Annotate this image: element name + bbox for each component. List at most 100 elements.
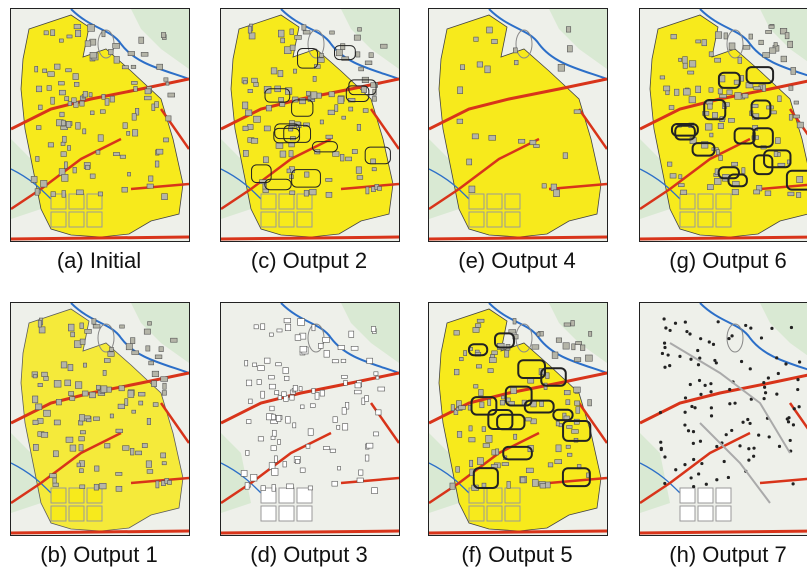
field-plot <box>278 505 295 522</box>
building <box>567 452 573 457</box>
building <box>456 431 463 438</box>
building-dot <box>746 417 750 422</box>
building-dot <box>709 382 713 386</box>
building <box>115 428 123 433</box>
building-group-outline <box>264 88 291 103</box>
building <box>154 160 160 168</box>
building <box>683 88 691 96</box>
field-plot <box>50 193 67 210</box>
building-dot <box>759 336 764 340</box>
field-plot <box>697 211 714 228</box>
building <box>304 171 310 178</box>
building <box>36 85 43 93</box>
building <box>61 190 66 198</box>
building-dot <box>739 359 744 364</box>
building <box>567 45 573 53</box>
building <box>130 337 136 344</box>
building <box>454 368 460 376</box>
building <box>36 125 42 130</box>
building <box>270 419 278 424</box>
building <box>361 86 367 93</box>
building <box>275 142 284 149</box>
building <box>342 423 349 431</box>
building-dot <box>692 457 696 462</box>
building-dot <box>749 326 753 330</box>
field-plot <box>50 487 67 504</box>
building <box>554 459 562 465</box>
building <box>167 480 172 485</box>
field-plot <box>278 211 295 228</box>
field-plot <box>504 193 521 210</box>
building <box>541 183 547 189</box>
building-dot <box>748 421 752 426</box>
building-dot <box>784 362 788 366</box>
building-dot <box>730 428 734 433</box>
field-plot <box>278 193 295 210</box>
building <box>674 88 680 96</box>
building <box>796 176 804 183</box>
building <box>682 62 688 69</box>
building-dot <box>757 433 761 437</box>
building-dot <box>744 323 748 328</box>
building <box>343 380 348 386</box>
building <box>297 318 305 326</box>
building-dot <box>791 482 795 486</box>
building <box>38 104 43 110</box>
building-dot <box>699 392 703 396</box>
building-dot <box>683 423 687 427</box>
building <box>371 167 377 172</box>
forest-area <box>640 433 670 513</box>
building <box>573 386 581 393</box>
building <box>274 390 280 395</box>
building <box>102 370 107 376</box>
building <box>362 108 369 113</box>
building <box>67 145 71 151</box>
building <box>60 361 68 369</box>
building <box>319 53 324 58</box>
building <box>271 468 279 476</box>
building <box>663 85 671 92</box>
building <box>262 188 269 193</box>
building <box>731 161 738 167</box>
building <box>127 172 131 177</box>
building-dot <box>658 410 663 415</box>
building <box>377 386 385 392</box>
building <box>91 318 97 325</box>
building <box>104 358 111 363</box>
building <box>32 419 39 425</box>
building <box>121 65 129 70</box>
building <box>113 56 120 64</box>
building <box>69 444 77 452</box>
field-plot <box>50 211 67 228</box>
building-group-outline <box>540 367 567 387</box>
building-dot <box>726 475 730 480</box>
building <box>459 357 464 362</box>
bottom-road <box>11 529 189 535</box>
field-plot <box>468 193 485 210</box>
building <box>303 122 310 127</box>
building <box>356 175 364 180</box>
building <box>167 92 175 98</box>
building <box>285 416 291 424</box>
building-group-outline <box>717 166 740 180</box>
building <box>248 32 256 40</box>
building <box>358 469 364 476</box>
building-dot <box>789 325 794 330</box>
building <box>155 480 160 489</box>
building <box>161 193 168 200</box>
building <box>345 402 350 410</box>
building <box>270 435 276 440</box>
building <box>796 192 802 198</box>
building <box>487 368 494 373</box>
building-dot <box>763 391 768 395</box>
building <box>793 100 799 105</box>
building-group-outline <box>703 98 727 121</box>
building <box>95 149 101 155</box>
field-plot <box>486 487 503 504</box>
building-dot <box>776 371 780 376</box>
building <box>482 443 490 448</box>
building <box>310 91 318 99</box>
building <box>473 36 479 42</box>
building <box>742 44 751 50</box>
building <box>298 386 303 392</box>
